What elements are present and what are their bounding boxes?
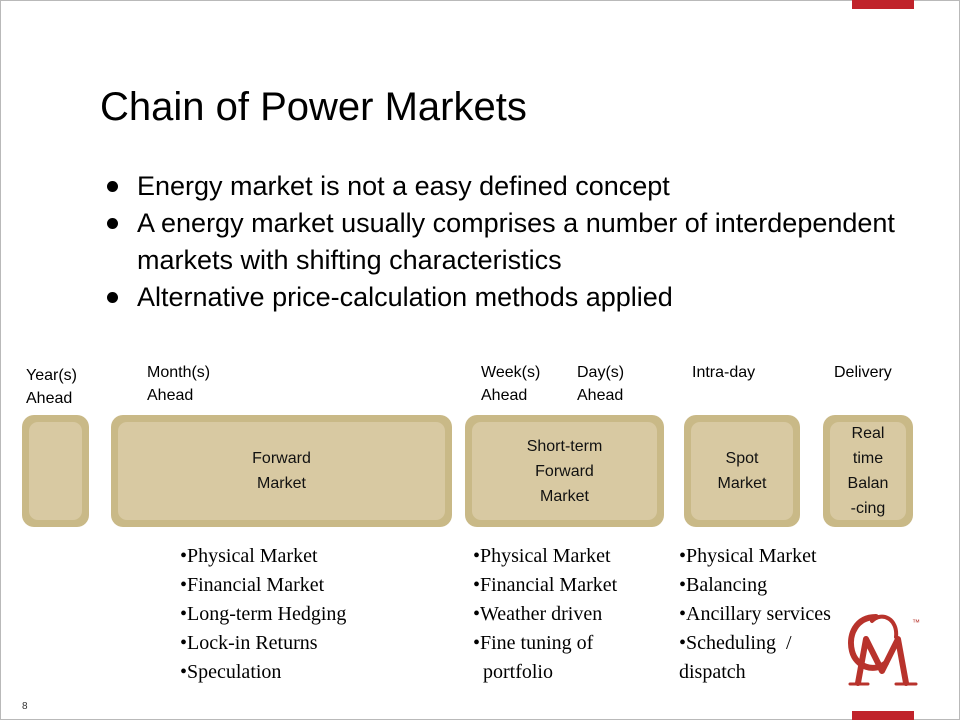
page-number: 8: [22, 701, 28, 712]
bullet-text: Energy market is not a easy defined conc…: [137, 171, 670, 201]
feature-list-spot: •Physical Market •Balancing •Ancillary s…: [679, 545, 831, 683]
feature-list-forward: •Physical Market •Financial Market •Long…: [180, 545, 347, 683]
market-box-inner: Forward Market: [118, 422, 445, 520]
timeline-label-delivery: Delivery: [834, 364, 892, 381]
bullet-item: Alternative price-calculation methods ap…: [105, 279, 925, 316]
bullet-list: Energy market is not a easy defined conc…: [105, 168, 925, 316]
market-box-inner: Spot Market: [691, 422, 793, 520]
market-label: Spot Market: [717, 450, 767, 492]
market-box-short-term: Short-term Forward Market: [465, 415, 664, 527]
market-box-inner: [29, 422, 82, 520]
trademark-mark: ™: [912, 618, 920, 627]
market-box-inner: Short-term Forward Market: [472, 422, 657, 520]
bullet-dot-icon: [107, 292, 118, 303]
bullet-text: A energy market usually comprises a numb…: [137, 208, 895, 275]
market-box-real-time: Real time Balan -cing: [823, 415, 913, 527]
market-label: Short-term Forward Market: [526, 437, 603, 505]
market-box-spot: Spot Market: [684, 415, 800, 527]
bullet-item: Energy market is not a easy defined conc…: [105, 168, 925, 205]
om-logo-icon: ™: [842, 605, 922, 695]
bullet-dot-icon: [107, 218, 118, 229]
market-box-years: [22, 415, 89, 527]
timeline-label-days: Day(s) Ahead: [577, 364, 625, 404]
slide-title: Chain of Power Markets: [100, 85, 527, 129]
timeline-label-intraday: Intra-day: [692, 364, 756, 381]
timeline-label-weeks: Week(s) Ahead: [481, 364, 541, 404]
timeline-label-years: Year(s) Ahead: [26, 367, 77, 407]
bullet-item: A energy market usually comprises a numb…: [105, 205, 925, 279]
top-accent-bar: [852, 0, 914, 9]
market-box-inner: Real time Balan -cing: [830, 422, 906, 520]
timeline-label-months: Month(s) Ahead: [147, 364, 211, 404]
market-label: Real time Balan -cing: [847, 425, 889, 517]
market-box-forward: Forward Market: [111, 415, 452, 527]
feature-list-short-term: •Physical Market •Financial Market •Weat…: [473, 545, 618, 683]
bullet-dot-icon: [107, 181, 118, 192]
bullet-text: Alternative price-calculation methods ap…: [137, 282, 673, 312]
market-label: Forward Market: [252, 450, 311, 492]
bottom-accent-bar: [852, 711, 914, 720]
